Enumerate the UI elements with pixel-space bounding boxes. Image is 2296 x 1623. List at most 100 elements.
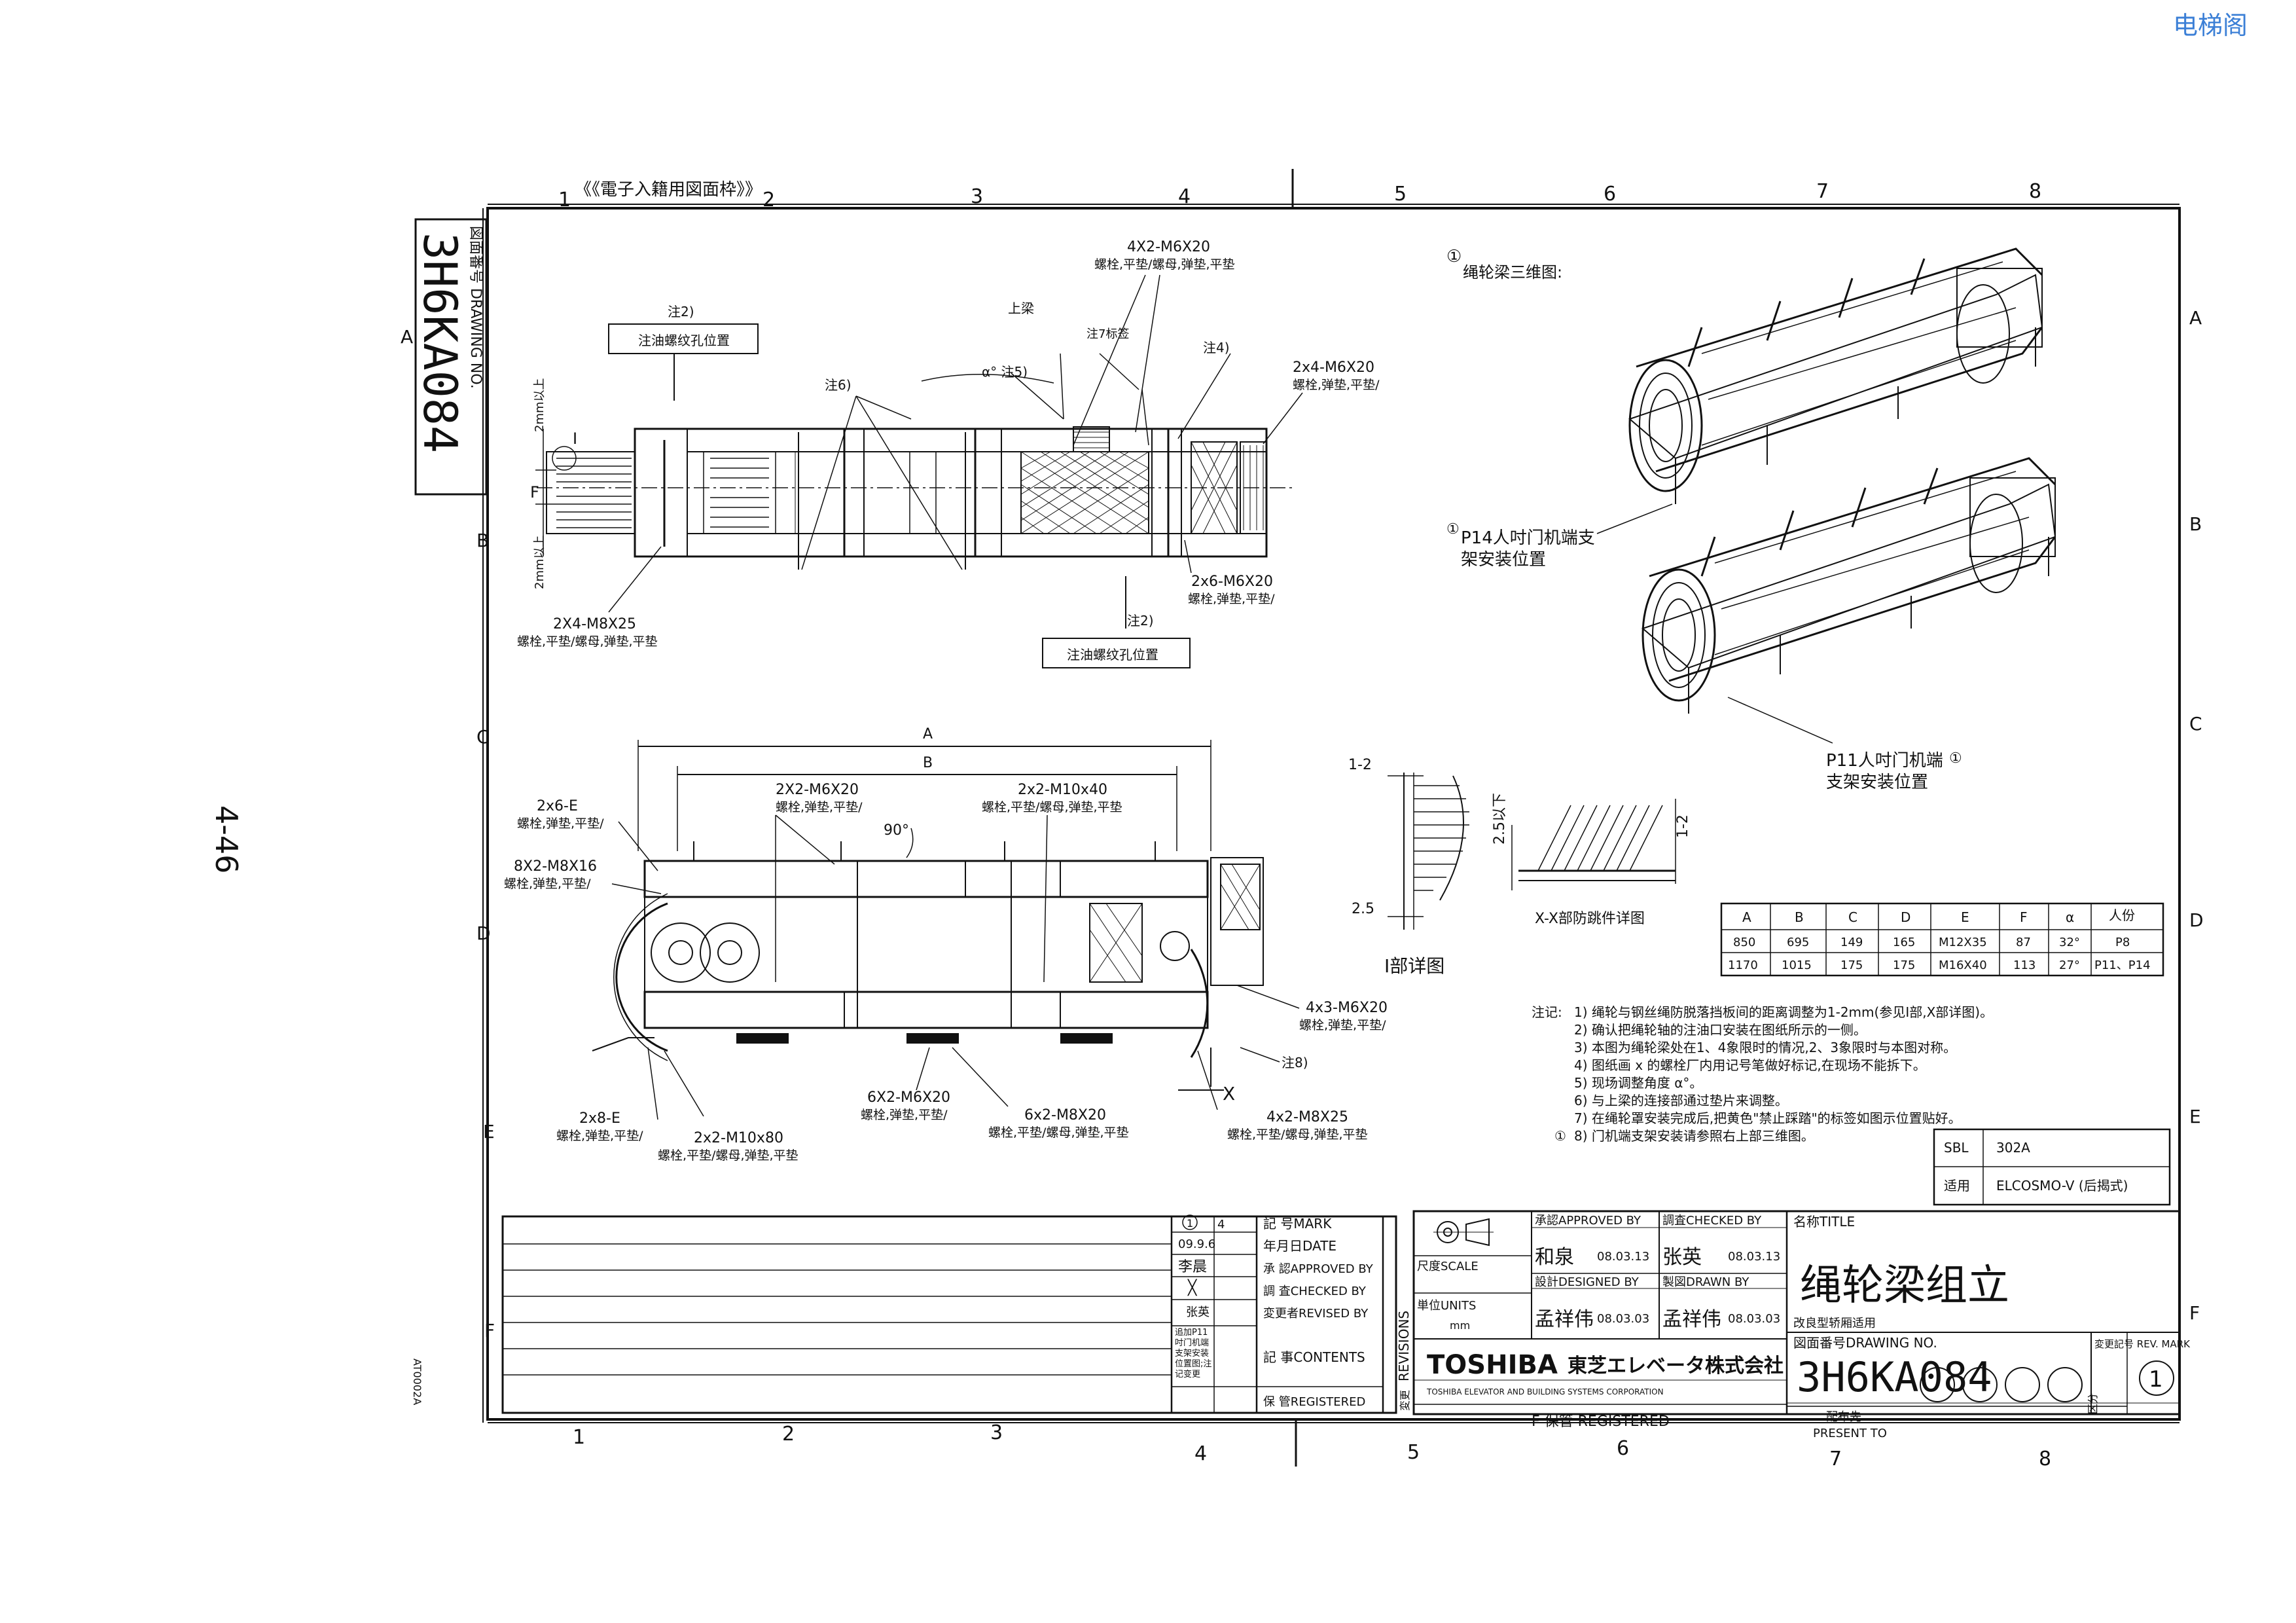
table-cell: M12X35 [1939,936,1987,949]
frame-left-code: AT0002A [411,1359,423,1405]
label-date: 年月日DATE [1263,1238,1336,1254]
bolt-2x4-m8x25-sub: 螺栓,平垫/螺母,弹垫,平垫 [517,634,658,649]
iso-mark-3: ① [1949,750,1962,767]
drawn-by-name: 孟祥伟 [1662,1308,1721,1331]
note8: 注8) [1282,1055,1308,1070]
p11-location: P11人吋门机端 [1826,751,1943,771]
brand-japanese: 東芝エレベータ株式会社 [1568,1355,1784,1377]
p14-location: P14人吋门机端支 [1461,528,1595,548]
table-header: D [1901,909,1910,925]
iso-mark-1: ① [1446,247,1462,266]
detail-i-2-5: 2.5 [1352,901,1374,917]
col-marker: 3 [971,185,983,208]
label-registered: 保 管REGISTERED [1263,1395,1365,1409]
watermark: 电梯阁 [2173,11,2248,40]
bolt-8x2-m8x16: 8X2-M8X16 [514,858,597,875]
title-block-text: 尺度SCALE 単位UNITS mm 承認APPROVED BY 和泉 08.0… [1417,1214,2191,1440]
row-marker: F [2189,1302,2200,1324]
col-marker: 8 [2039,1448,2051,1470]
revision-approved-sign: 李晨 [1178,1259,1207,1275]
col-marker: 1 [573,1426,585,1449]
bolt-4x2-sub: 螺栓,平垫/螺母,弹垫,平垫 [1094,257,1235,272]
approved-by-label: 承認APPROVED BY [1535,1214,1641,1228]
revision-mark-number: 1 [1187,1217,1193,1230]
units-value: mm [1450,1319,1470,1332]
detail-i [1388,773,1469,930]
revision-contents-text: 追加P11吋门机端支架安装位置图;注记变更 [1175,1328,1212,1379]
bolt-2x2-m10x40: 2x2-M10x40 [1018,782,1107,798]
table-cell: M16X40 [1939,958,1987,972]
sbl-value: 302A [1996,1140,2030,1156]
row-marker: E [2189,1106,2201,1127]
note7-label: 注7标签 [1086,327,1129,341]
revision-block: 1 4 09.9.6 李晨 ╳ 张英 追加P11吋门机端支架安装位置图;注记变更… [501,1214,1412,1414]
designed-by-name: 孟祥伟 [1535,1308,1594,1331]
table-header: B [1795,909,1804,925]
approved-by-name: 和泉 [1535,1246,1574,1269]
table-header: E [1961,909,1969,925]
drawing-number-value: 3H6KA084 [413,232,467,453]
row-marker: B [476,530,489,551]
note-line: 4) 图纸画 x 的螺栓厂内用记号笔做好标记,在现场不能拆下。 [1574,1057,1926,1073]
sbl-box: SBL 302A 适用 ELCOSMO-V (后揭式) [1933,1128,2171,1206]
drawn-by-date: 08.03.03 [1728,1312,1780,1326]
bolt-4x2-m8x25-sub: 螺栓,平垫/螺母,弹垫,平垫 [1227,1127,1368,1142]
section-x-marker: X [1223,1083,1235,1104]
iso-title: 绳轮梁三维图: [1463,263,1562,282]
checked-by-label: 調査CHECKED BY [1662,1214,1762,1228]
note6: 注6) [825,377,852,393]
bolt-8x2-sub: 螺栓,弹垫,平垫/ [504,877,591,891]
row-marker: B [2189,513,2202,535]
present-label: 配布先 [1826,1410,1861,1424]
title-block [1412,1210,2181,1415]
note-line: 3) 本图为绳轮梁处在1、4象限时的情况,2、3象限时与本图对称。 [1574,1040,1956,1055]
table-cell: 27° [2059,958,2080,972]
bolt-2x8-e: 2x8-E [579,1110,620,1127]
applicable-value: ELCOSMO-V (后揭式) [1996,1178,2128,1194]
front-view [592,740,1300,1120]
detail-i-1-2: 1-2 [1348,757,1372,773]
table-cell: 175 [1840,958,1863,972]
table-cell: 87 [2016,936,2031,949]
col-marker: 6 [1617,1437,1629,1460]
col-marker: 8 [2029,180,2041,203]
table-header: C [1848,909,1857,925]
top-view [535,274,1303,668]
detail-x-1-2: 1-2 [1675,814,1691,838]
note-line: 2) 确认把绳轮轴的注油口安装在图纸所示的一侧。 [1574,1022,1867,1038]
drawn-by-label: 製図DRAWN BY [1662,1275,1749,1289]
approved-by-date: 08.03.13 [1597,1250,1649,1264]
oil-hole-top: 注油螺纹孔位置 [638,333,730,348]
row-marker: E [483,1121,495,1142]
detail-x [1511,799,1676,890]
oil-hole-bottom: 注油螺纹孔位置 [1067,647,1158,663]
revision-revised-sign: 张英 [1186,1305,1210,1319]
drawing-number-label: 図面番号 DRAWING NO. [467,226,484,389]
note-line: 5) 现场调整角度 α°。 [1574,1075,1702,1091]
brand-english: TOSHIBA ELEVATOR AND BUILDING SYSTEMS CO… [1426,1387,1664,1396]
table-cell: P8 [2115,936,2130,949]
label-contents: 記 事CONTENTS [1263,1349,1365,1365]
table-cell: 1170 [1728,958,1758,972]
table-cell: 695 [1787,936,1809,949]
sbl-key: SBL [1944,1140,1969,1156]
dim-b: B [923,755,933,771]
col-marker: 7 [1816,180,1829,203]
table-cell: P11、P14 [2094,958,2151,972]
table-header: A [1742,909,1751,925]
present-to: PRESENT TO [1813,1427,1887,1440]
rev-mark-label: 変更記号 REV. MARK [2094,1338,2191,1350]
table-cell: 113 [2013,958,2036,972]
designed-by-date: 08.03.03 [1597,1312,1649,1326]
side-page-number: 4-46 [209,805,244,873]
p11-location-b: 支架安装位置 [1826,773,1928,792]
bolt-2x2-m10x80-sub: 螺栓,平垫/螺母,弹垫,平垫 [658,1148,798,1163]
bolt-4x2-m6x20: 4X2-M6X20 [1127,239,1210,255]
bolt-2x2-m10x40-sub: 螺栓,平垫/螺母,弹垫,平垫 [982,800,1122,814]
dimension-table-text: A B C D E F α 人份 850 695 149 165 M12X35 … [1728,907,2151,972]
iso-view-upper [1628,247,2043,504]
bolt-2x8-e-sub: 螺栓,弹垫,平垫/ [556,1129,643,1143]
designed-by-label: 設計DESIGNED BY [1535,1275,1640,1289]
table-cell: 165 [1893,936,1915,949]
upper-beam-label: 上梁 [1008,301,1034,316]
